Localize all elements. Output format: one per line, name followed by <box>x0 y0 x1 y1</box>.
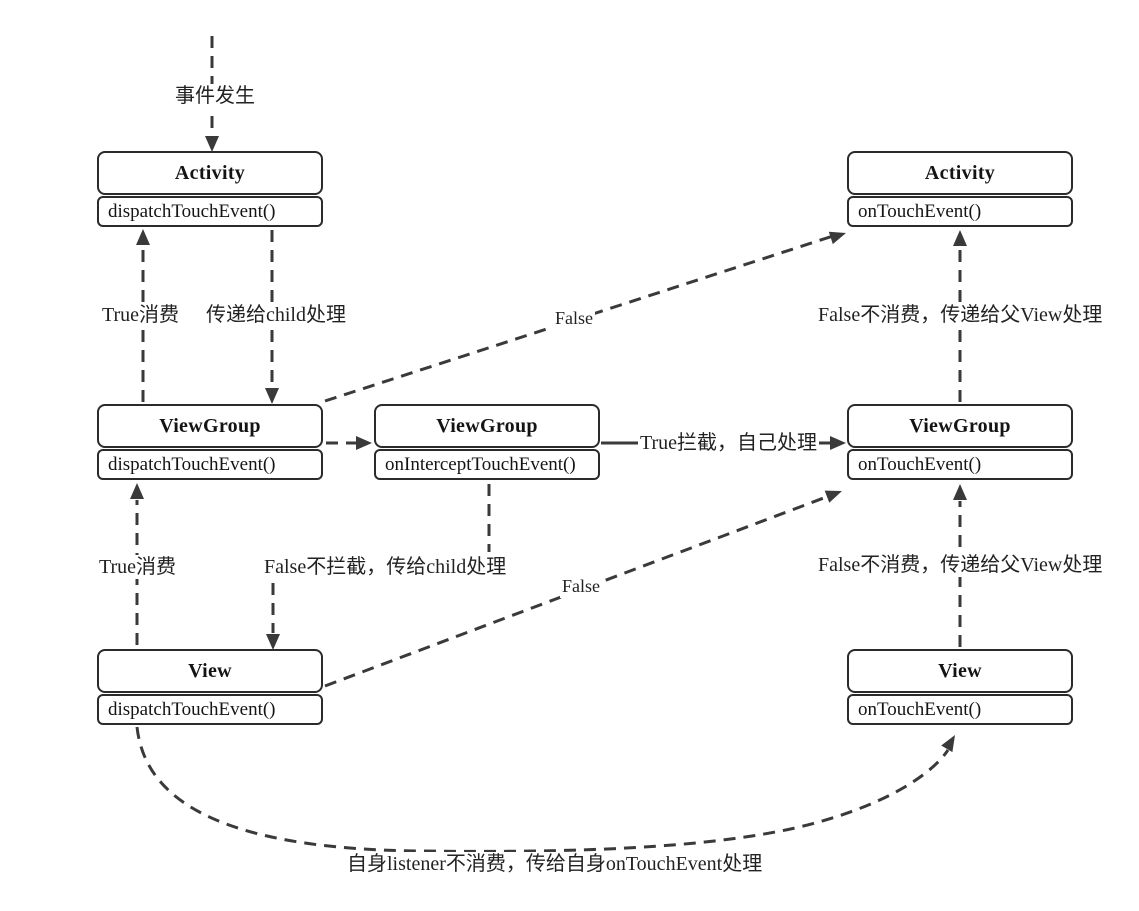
box-activity-ontouch: Activity onTouchEvent() <box>847 151 1073 227</box>
box-title: View <box>847 649 1073 693</box>
label-true-consume-top: True消费 <box>100 303 182 327</box>
box-method: onTouchEvent() <box>847 449 1073 480</box>
arrow-listener-curve <box>135 726 955 853</box>
box-title: ViewGroup <box>97 404 323 448</box>
arrow-dispatch-to-intercept <box>326 436 372 450</box>
box-method: dispatchTouchEvent() <box>97 196 323 227</box>
box-method: dispatchTouchEvent() <box>97 694 323 725</box>
label-true-consume-bottom: True消费 <box>97 555 179 579</box>
arrow-activity-to-viewgroup <box>265 230 279 404</box>
box-viewgroup-dispatch: ViewGroup dispatchTouchEvent() <box>97 404 323 480</box>
box-method: onInterceptTouchEvent() <box>374 449 600 480</box>
arrow-intercept-false-to-view <box>266 583 280 650</box>
box-title: ViewGroup <box>374 404 600 448</box>
box-activity-dispatch: Activity dispatchTouchEvent() <box>97 151 323 227</box>
arrow-vgontouch-to-activity <box>953 230 967 402</box>
box-view-ontouch: View onTouchEvent() <box>847 649 1073 725</box>
arrow-viewgroup-to-activity-true <box>136 229 150 402</box>
arrow-view-to-viewgroup-true <box>130 483 144 645</box>
label-pass-to-child: 传递给child处理 <box>204 303 348 327</box>
box-method: onTouchEvent() <box>847 694 1073 725</box>
label-false-not-consume-bottom: False不消费，传递给父View处理 <box>816 553 1105 577</box>
box-viewgroup-intercept: ViewGroup onInterceptTouchEvent() <box>374 404 600 480</box>
label-event-start: 事件发生 <box>173 84 257 108</box>
label-false-not-intercept: False不拦截，传给child处理 <box>262 555 509 579</box>
label-listener-not-consume: 自身listener不消费，传给自身onTouchEvent处理 <box>345 852 765 876</box>
label-true-intercept: True拦截，自己处理 <box>638 431 820 455</box>
label-false-to-activity: False <box>553 306 595 330</box>
box-title: View <box>97 649 323 693</box>
label-false-to-viewgroup: False <box>560 574 602 598</box>
box-viewgroup-ontouch: ViewGroup onTouchEvent() <box>847 404 1073 480</box>
box-method: dispatchTouchEvent() <box>97 449 323 480</box>
label-false-not-consume-top: False不消费，传递给父View处理 <box>816 303 1105 327</box>
arrow-viewontouch-to-vg <box>953 484 967 647</box>
box-title: ViewGroup <box>847 404 1073 448</box>
box-title: Activity <box>847 151 1073 195</box>
box-method: onTouchEvent() <box>847 196 1073 227</box>
box-title: Activity <box>97 151 323 195</box>
box-view-dispatch: View dispatchTouchEvent() <box>97 649 323 725</box>
